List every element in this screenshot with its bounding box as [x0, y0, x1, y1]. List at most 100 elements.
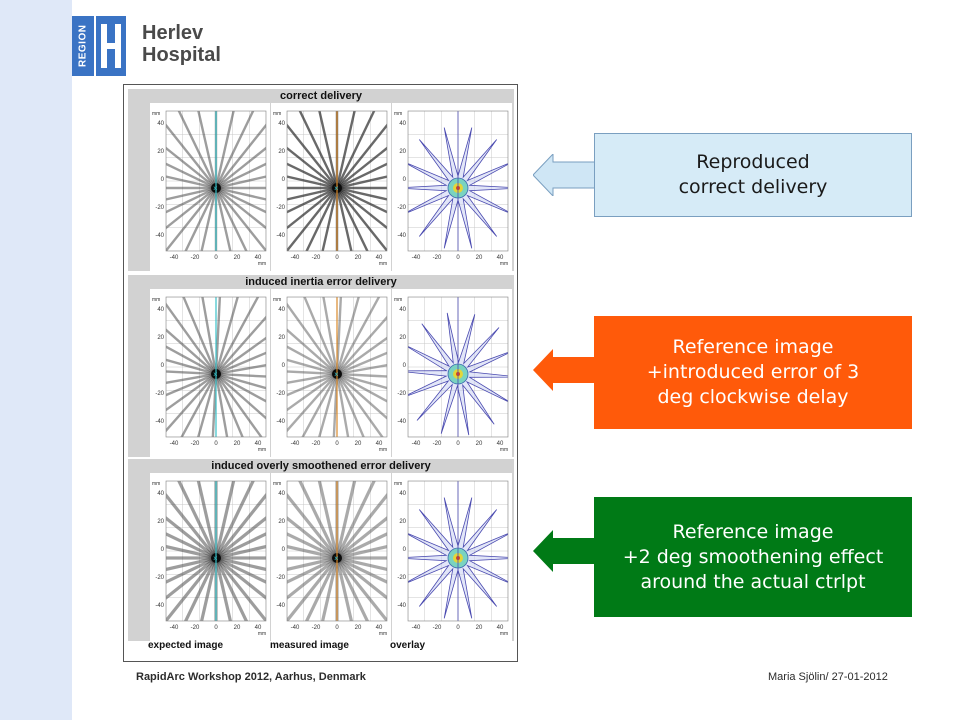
y-tick-label: -20 — [397, 391, 406, 397]
svg-text:×: × — [213, 554, 218, 563]
annotation-line: correct delivery — [678, 176, 828, 198]
y-tick-label: 40 — [399, 121, 406, 127]
x-tick-label: 40 — [497, 625, 504, 631]
x-tick-label: -40 — [170, 441, 179, 447]
y-axis-unit: mm — [273, 111, 281, 117]
x-tick-label: 20 — [476, 441, 483, 447]
x-axis-unit: mm — [500, 631, 508, 637]
arrow-left-orange-icon — [533, 349, 597, 391]
x-tick-label: 20 — [355, 441, 362, 447]
x-tick-label: -40 — [170, 625, 179, 631]
x-axis-unit: mm — [258, 631, 266, 637]
y-axis-unit: mm — [273, 481, 281, 487]
y-tick-label: 20 — [278, 519, 285, 525]
y-tick-label: -40 — [397, 419, 406, 425]
x-tick-label: 40 — [255, 625, 262, 631]
x-tick-label: -40 — [291, 255, 300, 261]
y-tick-label: 0 — [282, 177, 286, 183]
x-tick-label: 0 — [335, 625, 339, 631]
y-tick-label: -20 — [397, 205, 406, 211]
y-tick-label: -20 — [397, 575, 406, 581]
y-tick-label: -40 — [276, 603, 285, 609]
x-tick-label: 20 — [234, 441, 241, 447]
y-tick-label: -40 — [155, 419, 164, 425]
y-tick-label: 20 — [278, 149, 285, 155]
y-tick-label: -40 — [276, 233, 285, 239]
x-tick-label: -20 — [433, 625, 442, 631]
row-title: correct delivery — [280, 90, 362, 102]
x-tick-label: 20 — [234, 255, 241, 261]
x-axis-unit: mm — [258, 261, 266, 267]
svg-text:×: × — [334, 370, 339, 379]
y-tick-label: 40 — [399, 491, 406, 497]
x-tick-label: 40 — [376, 441, 383, 447]
y-tick-label: 0 — [161, 177, 165, 183]
logo-h-icon — [96, 16, 126, 76]
annotation-line: Reference image — [672, 520, 834, 543]
x-tick-label: 0 — [456, 441, 460, 447]
x-tick-label: -20 — [191, 441, 200, 447]
y-tick-label: 0 — [282, 363, 286, 369]
label-expected-image: expected image — [148, 640, 224, 651]
x-tick-label: 0 — [456, 625, 460, 631]
y-axis-unit: mm — [394, 297, 402, 303]
figure-row-correct: correct delivery × 40 20 0 -20 -40 -40 -20 0 20 40… — [128, 89, 514, 271]
y-tick-label: 40 — [278, 307, 285, 313]
x-tick-label: 0 — [456, 255, 460, 261]
x-tick-label: -40 — [291, 625, 300, 631]
x-tick-label: -40 — [170, 255, 179, 261]
annotation-line: +2 deg smoothening effect — [622, 545, 884, 568]
y-axis-unit: mm — [394, 111, 402, 117]
x-tick-label: 0 — [335, 255, 339, 261]
x-tick-label: -40 — [412, 441, 421, 447]
x-tick-label: 40 — [376, 255, 383, 261]
y-tick-label: 40 — [399, 307, 406, 313]
y-tick-label: 0 — [161, 547, 165, 553]
x-axis-unit: mm — [500, 261, 508, 267]
x-tick-label: 40 — [376, 625, 383, 631]
y-tick-label: -20 — [276, 575, 285, 581]
y-axis-unit: mm — [152, 111, 160, 117]
x-tick-label: 0 — [214, 255, 218, 261]
y-tick-label: -20 — [276, 205, 285, 211]
x-tick-label: 20 — [234, 625, 241, 631]
x-axis-unit: mm — [258, 447, 266, 453]
annotation-smoothening-effect: Reference image +2 deg smoothening effec… — [594, 497, 912, 617]
annotation-inertia-error: Reference image +introduced error of 3 d… — [594, 316, 912, 429]
footer-event: RapidArc Workshop 2012, Aarhus, Denmark — [136, 671, 366, 683]
x-tick-label: -20 — [191, 625, 200, 631]
label-overlay: overlay — [390, 640, 426, 651]
annotation-line: +introduced error of 3 — [646, 361, 860, 383]
arrow-left-green-icon — [533, 530, 597, 572]
svg-text:×: × — [334, 184, 339, 193]
annotation-line: around the actual ctrlpt — [640, 570, 866, 593]
y-tick-label: -40 — [155, 603, 164, 609]
y-tick-label: 0 — [403, 177, 407, 183]
y-axis-unit: mm — [152, 481, 160, 487]
svg-text:×: × — [213, 184, 218, 193]
x-tick-label: -20 — [433, 441, 442, 447]
x-tick-label: 20 — [355, 625, 362, 631]
x-tick-label: 20 — [355, 255, 362, 261]
y-tick-label: 20 — [399, 149, 406, 155]
x-tick-label: -20 — [433, 255, 442, 261]
x-tick-label: 40 — [255, 255, 262, 261]
figure-row-smoothened: induced overly smoothened error delivery… — [128, 459, 514, 641]
y-tick-label: 40 — [157, 307, 164, 313]
figure-panel: correct delivery × 40 20 0 -20 -40 -40 -20 0 20 40… — [123, 84, 518, 662]
y-tick-label: 20 — [278, 335, 285, 341]
y-tick-label: -40 — [276, 419, 285, 425]
annotation-line: Reference image — [672, 336, 834, 358]
annotation-line: Reproduced — [696, 151, 810, 173]
svg-text:×: × — [334, 554, 339, 563]
y-axis-unit: mm — [273, 297, 281, 303]
logo-region-text: REGION — [77, 24, 89, 68]
x-tick-label: -40 — [412, 255, 421, 261]
